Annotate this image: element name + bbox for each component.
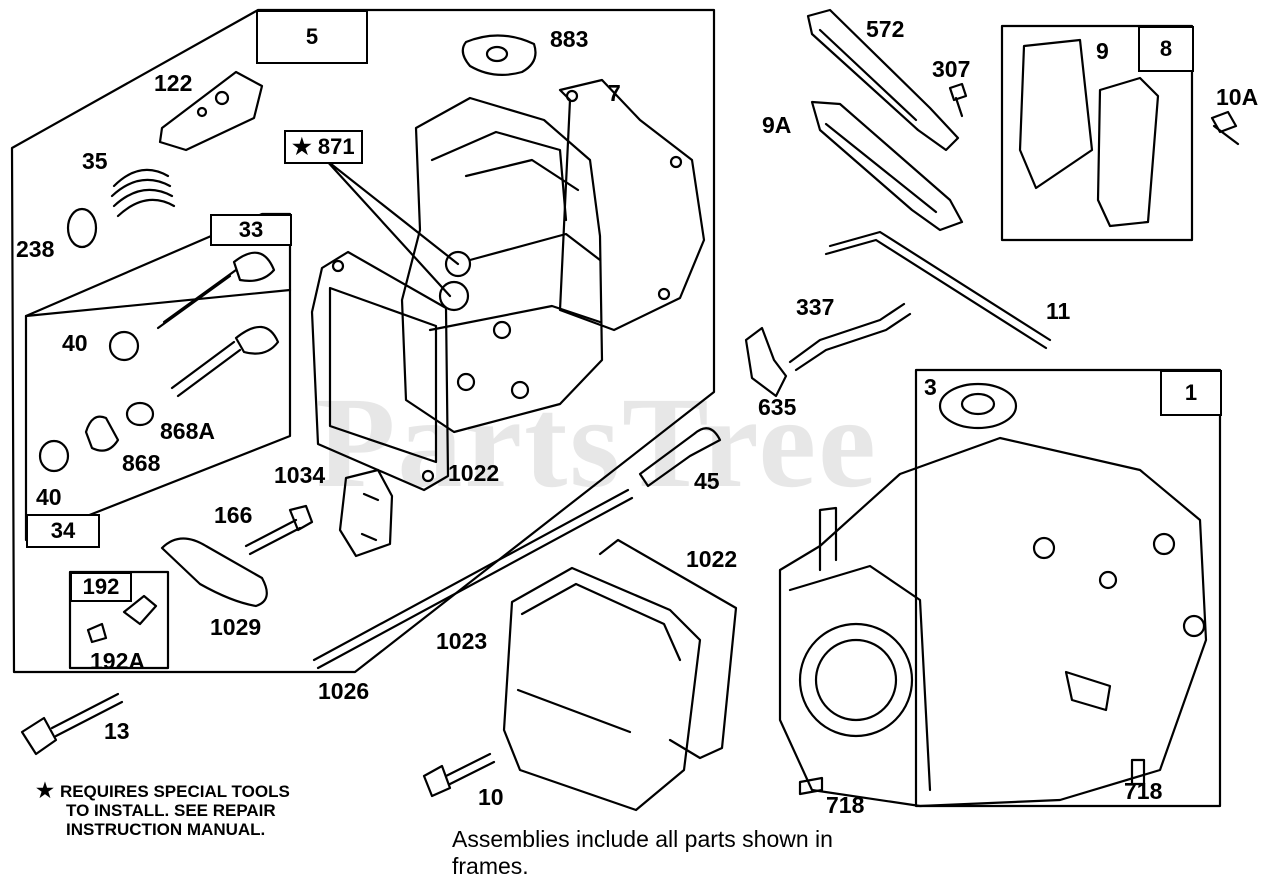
note-line-3: INSTRUCTION MANUAL. (66, 820, 266, 839)
note-line-1: REQUIRES SPECIAL TOOLS (59, 782, 290, 801)
frame-33-label: 33 (210, 214, 292, 246)
guide-45-icon (638, 427, 722, 488)
bolt-10-icon (422, 752, 496, 798)
gasket-572-icon (806, 8, 960, 152)
label-307: 307 (932, 56, 971, 82)
label-1034: 1034 (274, 462, 326, 488)
frame-1-label: 1 (1160, 370, 1222, 416)
label-9: 9 (1096, 38, 1109, 64)
frame-34-label: 34 (26, 514, 100, 548)
washer-868A-icon (125, 401, 155, 427)
frame-192-label: 192 (70, 572, 132, 602)
frame-1-outline (914, 368, 1222, 808)
label-10A: 10A (1216, 84, 1259, 110)
label-45: 45 (694, 468, 720, 494)
seal-3-icon (938, 382, 1018, 430)
label-871-box: ★ 871 (284, 130, 363, 164)
gasket-1022a-icon (310, 250, 450, 492)
label-40b: 40 (36, 484, 62, 510)
label-871: 871 (317, 134, 355, 159)
gasket-883-icon (461, 34, 537, 77)
label-1026: 1026 (318, 678, 370, 704)
stud-166-icon (244, 504, 314, 556)
gasket-1022b-icon (598, 538, 738, 760)
label-718b: 718 (1124, 778, 1163, 804)
label-166: 166 (214, 502, 253, 528)
label-7: 7 (608, 80, 621, 106)
seal-40b-icon (38, 439, 70, 473)
label-868: 868 (122, 450, 161, 476)
label-1023: 1023 (436, 628, 488, 654)
label-1029: 1029 (210, 614, 262, 640)
label-868A: 868A (160, 418, 215, 444)
leader-871 (324, 158, 460, 298)
retainer-238-icon (66, 207, 98, 249)
bolt-10A-icon (1210, 110, 1240, 146)
watermark: PartsTree (316, 371, 878, 515)
gasket-7-icon (558, 78, 706, 332)
label-3: 3 (924, 374, 937, 400)
note-line-2: TO INSTALL. SEE REPAIR (66, 801, 276, 820)
cover-8-icon (1096, 76, 1160, 228)
plate-1034-icon (338, 468, 394, 558)
valve-34-icon (170, 325, 280, 398)
dowel-718a-icon (798, 776, 824, 796)
spring-35-icon (110, 168, 176, 218)
label-9A: 9A (762, 112, 792, 138)
rocker-1029-icon (160, 537, 268, 608)
frame-8-outline (1000, 24, 1194, 242)
gasket-9-icon (1018, 38, 1094, 190)
guide-868-icon (84, 415, 120, 452)
footer-line-1: Assemblies include all parts shown in (452, 826, 833, 852)
label-883: 883 (550, 26, 589, 52)
valve-33-icon (156, 251, 276, 330)
crankcase-1-icon (778, 436, 1208, 808)
assemblies-footer: Assemblies include all parts shown in fr… (452, 826, 972, 880)
dowel-718b-icon (1130, 758, 1146, 786)
label-192A: 192A (90, 648, 145, 674)
label-718a: 718 (826, 792, 865, 818)
screw-192A-icon (86, 622, 108, 644)
boot-635-icon (744, 326, 788, 398)
label-13: 13 (104, 718, 130, 744)
star-icon: ★ (292, 134, 312, 159)
seal-40-icon (108, 330, 140, 362)
star-icon: ★ (36, 780, 54, 802)
spark-plug-337-icon (788, 302, 912, 372)
valve-cover-1023-icon (502, 566, 702, 812)
fitting-192-icon (122, 594, 158, 626)
tube-11-icon (824, 230, 1052, 350)
frame-5-label: 5 (256, 10, 368, 64)
label-11: 11 (1046, 298, 1071, 324)
frame-33-outline (24, 212, 292, 542)
plate-122-icon (158, 70, 264, 152)
label-635: 635 (758, 394, 797, 420)
label-238: 238 (16, 236, 55, 262)
label-40a: 40 (62, 330, 88, 356)
label-1022a: 1022 (448, 460, 500, 486)
gasket-9A-icon (810, 100, 964, 232)
cylinder-head-icon (400, 96, 604, 434)
label-122: 122 (154, 70, 193, 96)
label-1022b: 1022 (686, 546, 738, 572)
bolt-307-icon (948, 82, 968, 118)
bolt-13-icon (20, 692, 124, 756)
frame-8-label: 8 (1138, 26, 1194, 72)
label-337: 337 (796, 294, 835, 320)
label-35: 35 (82, 148, 108, 174)
pushrod-1026-icon (312, 488, 634, 670)
special-tools-note: ★ REQUIRES SPECIAL TOOLS TO INSTALL. SEE … (36, 780, 290, 839)
frame-33-divider (24, 288, 292, 318)
label-572: 572 (866, 16, 905, 42)
label-10: 10 (478, 784, 504, 810)
footer-line-2: frames. (452, 853, 529, 879)
